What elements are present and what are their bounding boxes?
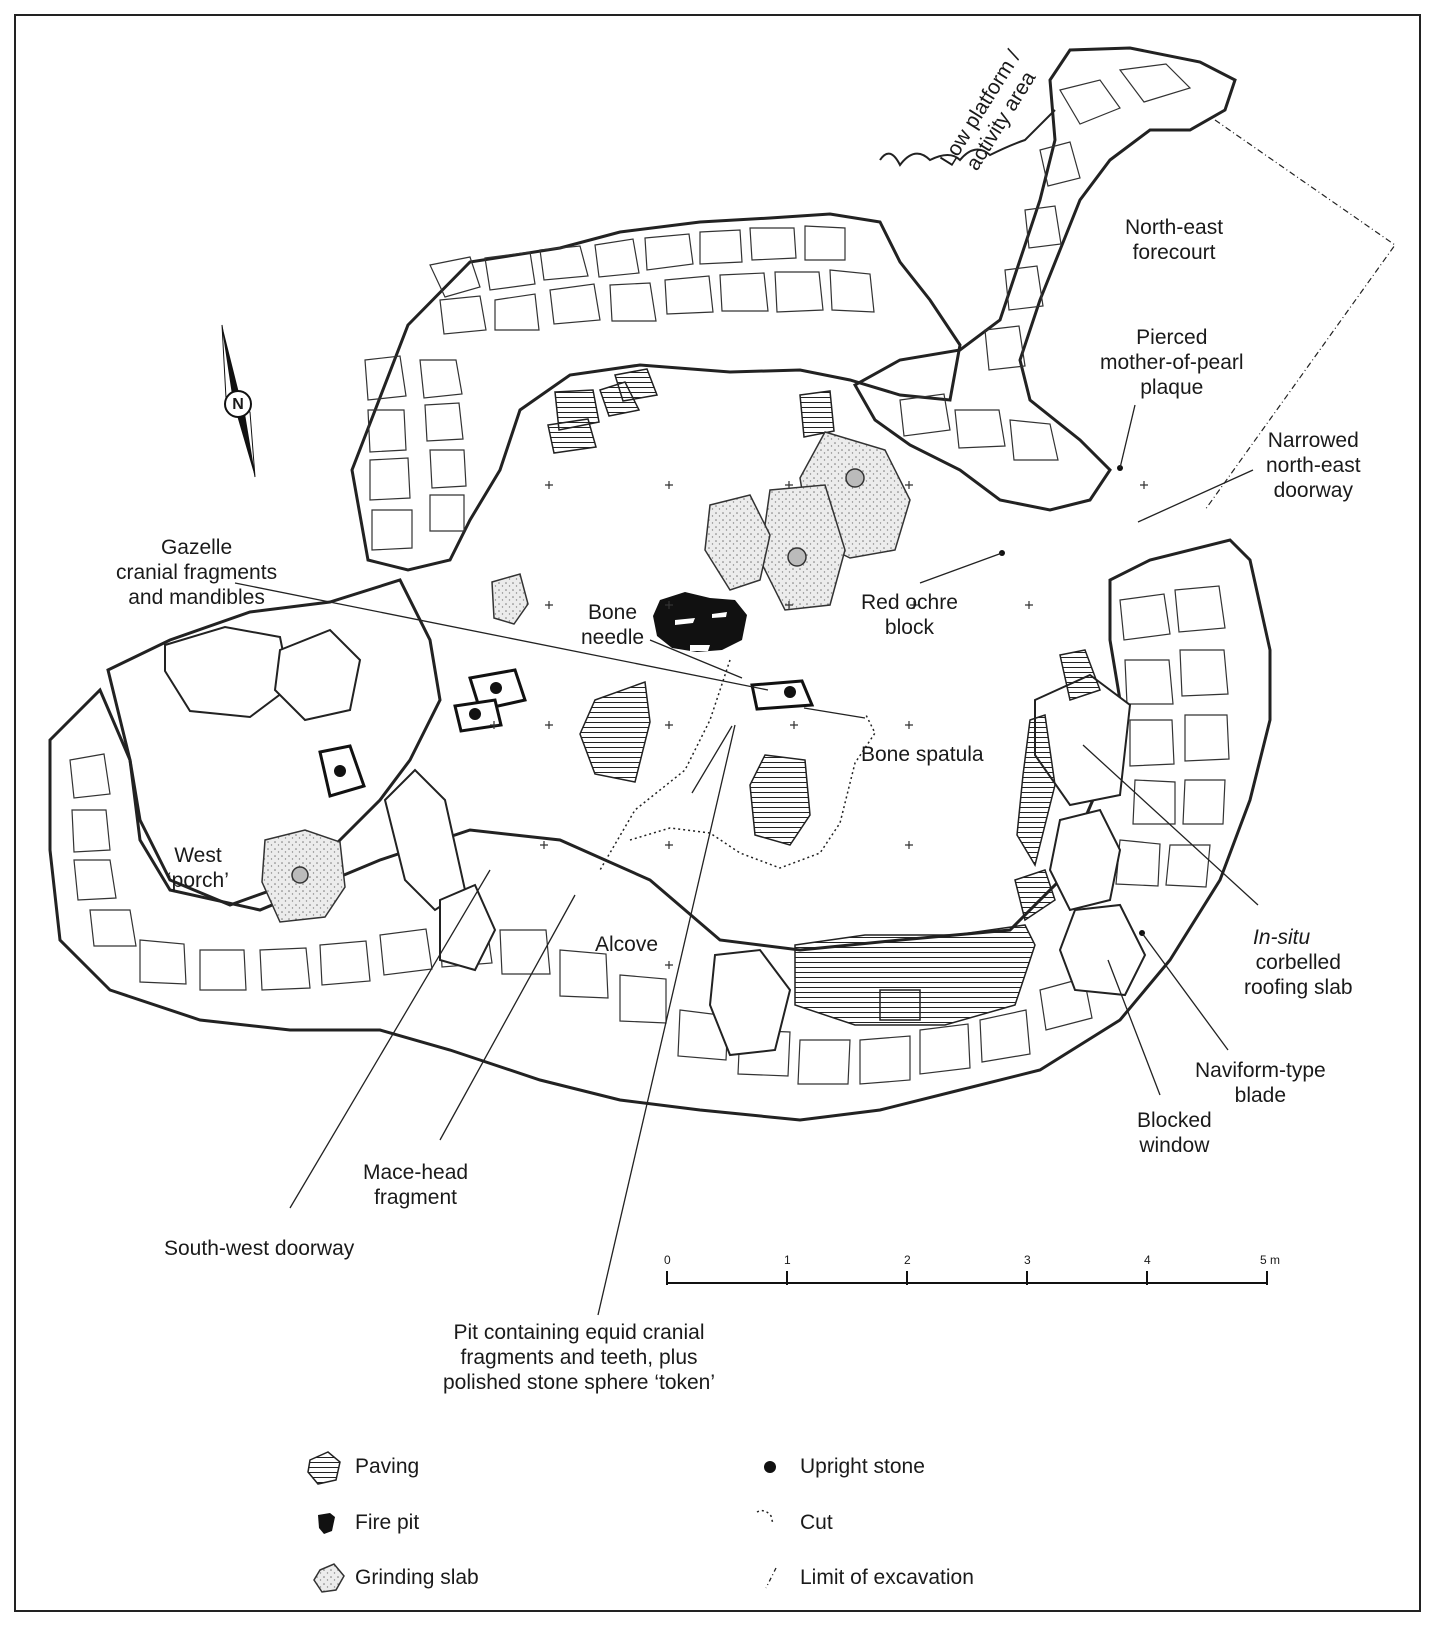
- label-bone-needle: Bone needle: [581, 601, 645, 649]
- fire-pit: [653, 592, 747, 652]
- cut-line: [756, 1509, 774, 1525]
- limit-line: [765, 1567, 777, 1589]
- large-slabs: [164, 625, 1147, 1057]
- grinding-slab-3: [704, 494, 771, 591]
- label-west-porch: West ‘porch’: [167, 844, 229, 892]
- label-red-ochre: Red ochre block: [861, 591, 958, 639]
- legend-symbols: [307, 1451, 777, 1593]
- label-blocked-window: Blocked window: [1137, 1109, 1212, 1157]
- sw-slab: [439, 883, 497, 972]
- cut-lines: [599, 659, 876, 871]
- paving-swatch: [307, 1451, 341, 1485]
- label-gazelle: Gazelle cranial fragments and mandibles: [116, 536, 278, 609]
- legend-upright-stone: Upright stone: [800, 1455, 925, 1478]
- scale-tick-5: 5 m: [1260, 1253, 1281, 1267]
- label-north-east-forecourt: North-east forecourt: [1125, 216, 1224, 264]
- scale-tick-2: 2: [904, 1253, 911, 1267]
- label-narrowed-doorway: Narrowed north-east doorway: [1266, 429, 1361, 502]
- legend-grinding-slab: Grinding slab: [355, 1566, 479, 1589]
- south-wall-mass: [48, 538, 1272, 1122]
- label-south-west-doorway: South-west doorway: [164, 1237, 355, 1260]
- legend-paving: Paving: [355, 1455, 420, 1478]
- north-arrow: [221, 324, 256, 478]
- legend-fire-pit: Fire pit: [355, 1511, 420, 1534]
- label-mace-head: Mace-head fragment: [363, 1161, 469, 1209]
- label-alcove: Alcove: [595, 933, 659, 956]
- grinding-slab-4: [491, 573, 529, 625]
- figure-frame: [14, 14, 1421, 1612]
- east-boulder-2: [1048, 808, 1122, 912]
- low-platform-edge: [879, 109, 1056, 167]
- legend-cut: Cut: [800, 1511, 833, 1534]
- grid-crosses: [490, 481, 1148, 969]
- scale-tick-1: 1: [784, 1253, 791, 1267]
- grinding-slab-swatch: [313, 1563, 345, 1593]
- legend-limit: Limit of excavation: [800, 1566, 974, 1589]
- leader-lines: [234, 404, 1259, 1316]
- label-naviform: Naviform-type blade: [1195, 1059, 1326, 1107]
- label-pierced-plaque: Pierced mother-of-pearl plaque: [1100, 326, 1244, 399]
- scale-bar: [666, 1271, 1268, 1285]
- south-slab-1: [708, 948, 792, 1057]
- scale-tick-3: 3: [1024, 1253, 1031, 1267]
- north-letter: N: [232, 396, 244, 413]
- paving: [547, 368, 1101, 1026]
- label-in-situ-italic: In-situ: [1253, 926, 1311, 949]
- label-bone-spatula: Bone spatula: [861, 743, 984, 766]
- label-in-situ-rest: corbelled roofing slab: [1244, 951, 1353, 999]
- east-boulder-3: [1058, 903, 1147, 997]
- upright-stones: [318, 465, 1145, 936]
- label-pit: Pit containing equid cranial fragments a…: [443, 1321, 716, 1394]
- upright-stone-dot: [764, 1461, 776, 1473]
- west-slab-2: [273, 628, 362, 722]
- scale-tick-4: 4: [1144, 1253, 1151, 1267]
- wall-masses: [48, 46, 1272, 1122]
- north-wall-mass: [350, 212, 962, 572]
- north-east-wall-mass: [852, 46, 1237, 512]
- south-slab-2: [383, 768, 467, 912]
- fire-pit-swatch: [318, 1513, 335, 1534]
- scale-tick-0: 0: [664, 1253, 671, 1267]
- west-wall-mass: [106, 578, 442, 907]
- grinding-slabs: [261, 431, 911, 923]
- west-boulder: [164, 625, 292, 719]
